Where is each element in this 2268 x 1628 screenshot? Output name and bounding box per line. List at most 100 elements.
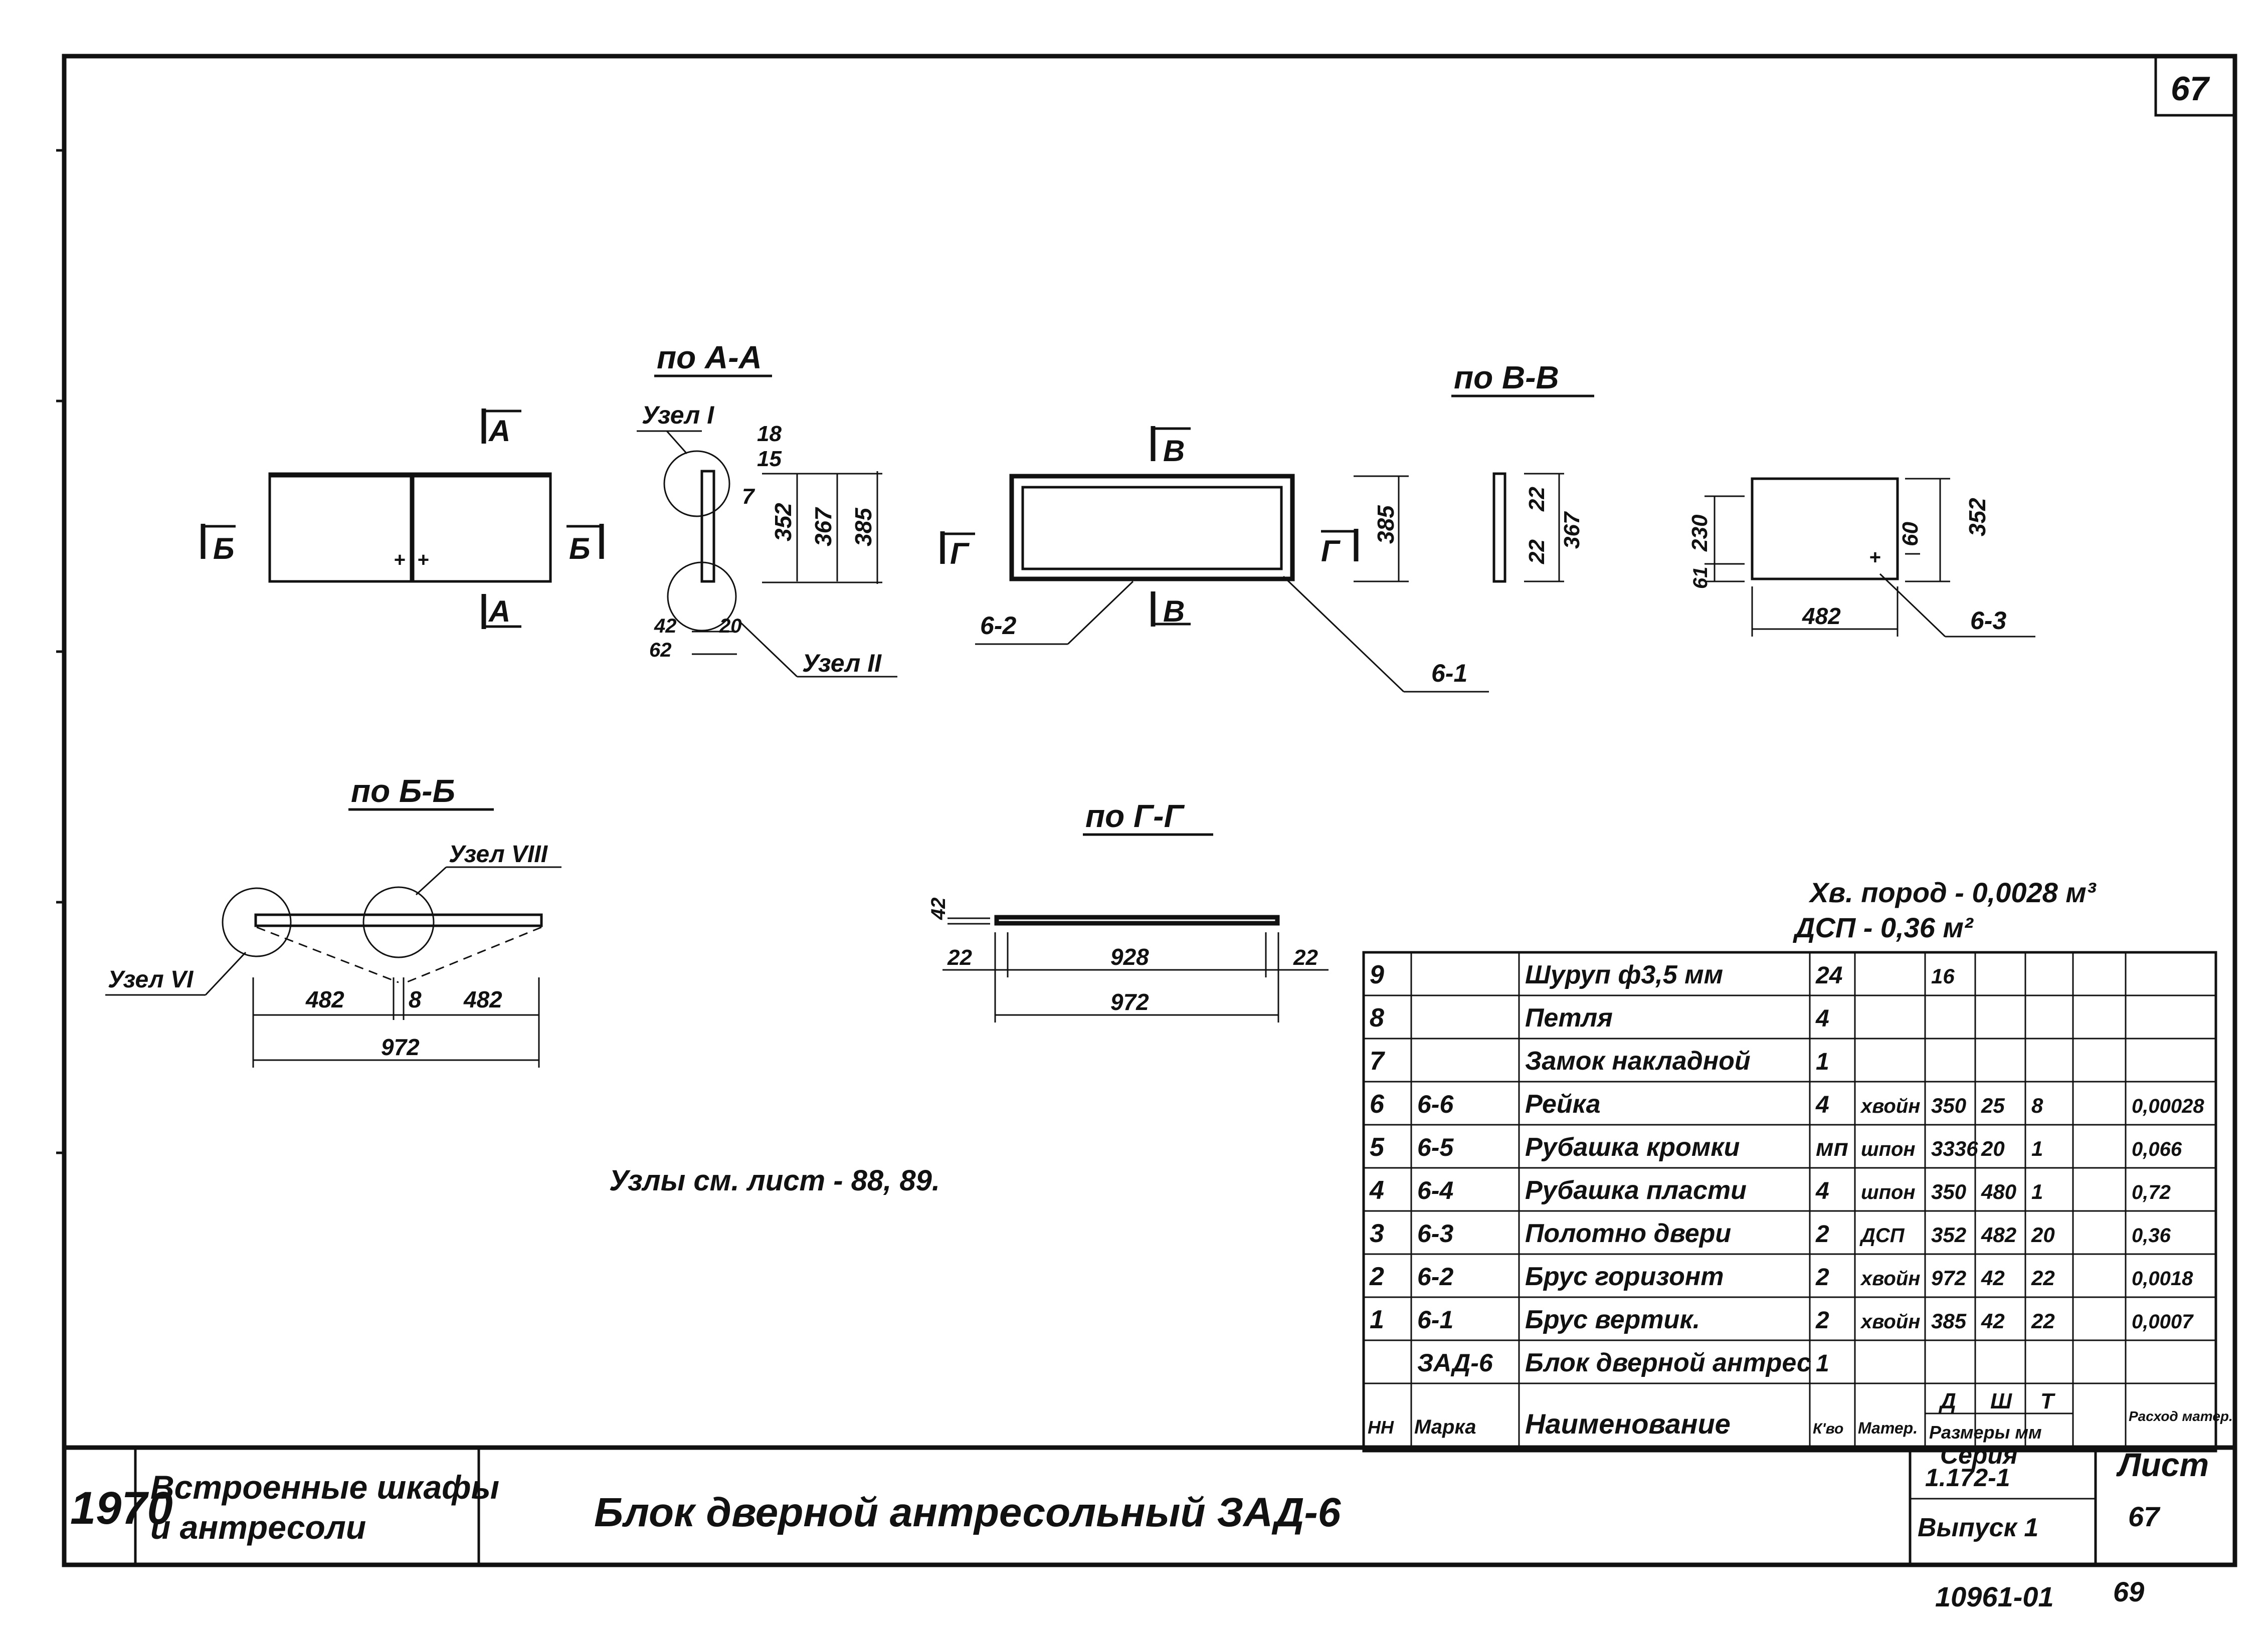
- title-series-value: 1.172-1: [1925, 1464, 2010, 1492]
- spec-cell-qty: 4: [1815, 1005, 1829, 1032]
- spec-cell-sh: 480: [1981, 1180, 2016, 1203]
- spec-cell-qty: 2: [1815, 1221, 1829, 1248]
- dim-frame-385: 385: [1373, 505, 1399, 544]
- spec-cell-qty: мп: [1816, 1135, 1848, 1161]
- sheet-border: [62, 54, 2237, 1567]
- spec-cell-d: 350: [1931, 1180, 1966, 1203]
- footer-code: 10961-01: [1935, 1581, 2054, 1612]
- spec-cell-nn: 8: [1370, 1003, 1384, 1033]
- spec-cell-t: 1: [2031, 1137, 2043, 1160]
- cut-mark-b-right: Б: [569, 532, 590, 565]
- title-category-line2: и антресоли: [150, 1509, 366, 1546]
- spec-cell-qty: 4: [1815, 1178, 1829, 1204]
- spec-header-qty: К'во: [1813, 1420, 1843, 1437]
- dim-bb-482b: 482: [463, 986, 502, 1012]
- dim-aa-385: 385: [850, 507, 876, 546]
- spec-cell-consumption: 0,0018: [2132, 1268, 2193, 1290]
- dim-aa-20: 20: [719, 615, 742, 637]
- spec-cell-consumption: 0,36: [2132, 1225, 2171, 1247]
- sheet-number-box: [2154, 55, 2236, 117]
- node-6-circle: [222, 887, 292, 957]
- spec-cell-name: Блок дверной антрес: [1525, 1348, 1811, 1377]
- section-gg: по Г-Г 42 22 928 22 972: [927, 798, 1329, 1023]
- spec-cell-sh: 482: [1981, 1223, 2016, 1247]
- dim-panel-482: 482: [1802, 603, 1841, 629]
- nodes-reference-note: Узлы см. лист - 88, 89.: [609, 1164, 940, 1197]
- node-1-label: Узел I: [642, 401, 714, 429]
- section-bb-profile: [254, 913, 543, 927]
- spec-cell-mark: 6-6: [1417, 1090, 1454, 1118]
- node-2-label: Узел II: [802, 649, 882, 677]
- spec-cell-name: Рейка: [1525, 1090, 1601, 1119]
- spec-cell-name: Шуруп ф3,5 мм: [1525, 960, 1723, 989]
- spec-cell-mark: 6-4: [1417, 1176, 1453, 1204]
- title-category-line1: Встроенные шкафы: [150, 1469, 499, 1506]
- spec-header-consumption: Расход матер.: [2129, 1408, 2233, 1424]
- spec-header-material: Матер.: [1858, 1419, 1918, 1437]
- spec-header-mark: Марка: [1414, 1416, 1476, 1438]
- dim-vv-22b: 22: [1525, 539, 1549, 564]
- spec-cell-material: ДСП: [1859, 1225, 1905, 1247]
- spec-cell-nn: 3: [1370, 1219, 1384, 1248]
- spec-cell-d: 16: [1931, 964, 1955, 988]
- dim-vv-367: 367: [1560, 511, 1584, 549]
- dim-gg-42: 42: [927, 898, 950, 921]
- frame-outline: [1009, 474, 1295, 581]
- section-vv: по В-В 22 22 367: [1451, 359, 1594, 583]
- spec-cell-qty: 2: [1815, 1264, 1829, 1291]
- spec-header-t: Т: [2040, 1389, 2055, 1413]
- section-vv-title: по В-В: [1454, 359, 1559, 395]
- panel-outline: [1751, 477, 1899, 580]
- cut-mark-v-bottom: В: [1163, 594, 1185, 628]
- spec-cell-consumption: 0,0007: [2132, 1311, 2194, 1333]
- spec-cell-name: Брус горизонт: [1525, 1262, 1724, 1291]
- spec-cell-qty: 4: [1815, 1092, 1829, 1118]
- title-sheet-label: Лист: [2116, 1446, 2209, 1483]
- panel-view: + 230 61 60 352 482 6-3: [1687, 477, 2035, 638]
- section-vv-profile: [1492, 472, 1506, 583]
- part-label-6-1: 6-1: [1431, 659, 1467, 687]
- spec-cell-d: 352: [1931, 1223, 1966, 1247]
- spec-cell-name: Рубашка кромки: [1525, 1133, 1740, 1162]
- dim-bb-972: 972: [381, 1034, 420, 1060]
- spec-cell-nn: 6: [1370, 1090, 1385, 1119]
- front-plus-2: +: [417, 549, 429, 571]
- spec-cell-material: хвойн: [1860, 1095, 1920, 1117]
- node-8-circle: [362, 886, 435, 958]
- spec-cell-d: 385: [1931, 1309, 1967, 1333]
- spec-cell-d: 972: [1931, 1266, 1966, 1290]
- spec-cell-mark: 6-3: [1417, 1219, 1453, 1248]
- spec-cell-consumption: 0,72: [2132, 1181, 2171, 1203]
- footer-page: 69: [2113, 1576, 2144, 1607]
- node-6-label: Узел VI: [108, 966, 194, 993]
- spec-cell-mark: 6-2: [1417, 1263, 1453, 1291]
- cut-mark-a-top: А: [488, 414, 510, 448]
- dim-gg-22a: 22: [947, 945, 972, 970]
- spec-cell-qty: 1: [1816, 1049, 1829, 1075]
- dim-aa-15: 15: [757, 447, 782, 471]
- spec-cell-nn: 4: [1369, 1176, 1384, 1205]
- spec-cell-mark: 6-5: [1417, 1133, 1454, 1161]
- panel-plus: +: [1869, 546, 1880, 568]
- dim-bb-8: 8: [409, 986, 422, 1012]
- part-label-6-2: 6-2: [980, 612, 1016, 640]
- spec-cell-qty: 24: [1815, 962, 1842, 989]
- dim-bb-482a: 482: [305, 986, 344, 1012]
- dim-aa-42: 42: [654, 615, 677, 637]
- title-year: 1970: [70, 1483, 173, 1534]
- spec-cell-nn: 5: [1370, 1133, 1385, 1162]
- spec-cell-material: хвойн: [1860, 1268, 1920, 1290]
- spec-header-name: Наименование: [1525, 1408, 1731, 1440]
- spec-cell-name: Рубашка пласти: [1525, 1176, 1747, 1205]
- title-series-label: Серия: [1940, 1441, 2017, 1469]
- spec-cell-t: 22: [2031, 1266, 2055, 1290]
- spec-cell-sh: 42: [1981, 1266, 2005, 1290]
- title-issue: Выпуск 1: [1918, 1513, 2038, 1542]
- front-view: + + А А Б Б: [201, 409, 604, 629]
- title-sheet-value: 67: [2128, 1501, 2161, 1532]
- spec-cell-material: хвойн: [1860, 1311, 1920, 1333]
- drawing-title: Блок дверной антресольный ЗАД-6: [594, 1490, 1342, 1535]
- spec-cell-material: шпон: [1861, 1138, 1916, 1160]
- dim-gg-928: 928: [1110, 944, 1149, 970]
